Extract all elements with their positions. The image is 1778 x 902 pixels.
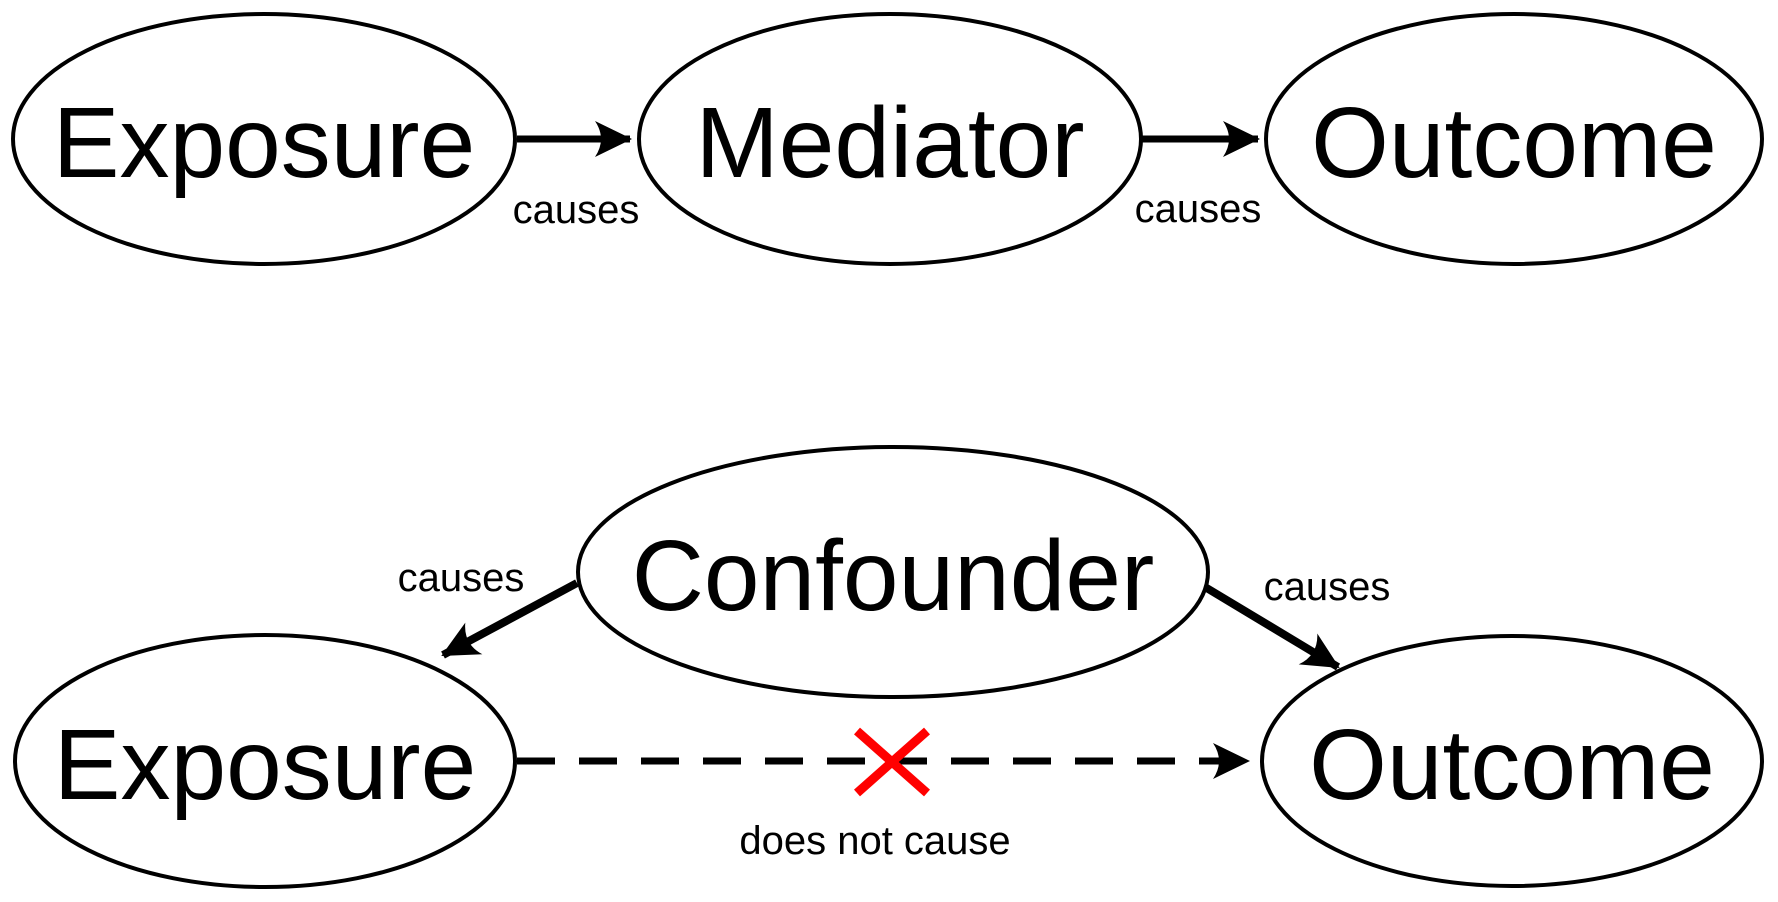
node-confounder: Confounder	[576, 445, 1210, 699]
edge-confounder-outcome-label: causes	[1264, 565, 1391, 609]
node-confounder-shape	[576, 445, 1210, 699]
node-mediator: Mediator	[637, 12, 1143, 266]
mediation-diagram: causes causes Exposure Mediator Outcome	[11, 12, 1764, 266]
edge-confounder-exposure-arrow	[441, 579, 579, 659]
node-exposure-bottom: Exposure	[13, 633, 517, 889]
node-confounder-label: Confounder	[632, 520, 1155, 632]
node-outcome-top-label: Outcome	[1311, 87, 1717, 199]
node-exposure-top-shape	[11, 12, 517, 266]
node-exposure-top-label: Exposure	[53, 87, 475, 199]
edge-exposure-outcome-label: does not cause	[739, 819, 1010, 863]
node-exposure-top: Exposure	[11, 12, 517, 266]
node-outcome-top-shape	[1264, 12, 1764, 266]
node-exposure-bottom-label: Exposure	[54, 709, 476, 821]
confounding-diagram: causes causes does not cause Confounder …	[13, 445, 1764, 889]
node-mediator-label: Mediator	[695, 87, 1084, 199]
no-causation-x-icon	[854, 727, 930, 797]
x-mark-stroke-2	[854, 727, 930, 797]
edge-confounder-outcome-arrow	[1202, 583, 1341, 671]
edge-mediator-outcome-label: causes	[1135, 187, 1262, 231]
node-exposure-bottom-shape	[13, 633, 517, 889]
node-outcome-bottom-label: Outcome	[1309, 709, 1715, 821]
edge-confounder-exposure-label: causes	[398, 556, 525, 600]
edge-exposure-mediator-label: causes	[513, 188, 640, 232]
node-outcome-top: Outcome	[1264, 12, 1764, 266]
node-outcome-bottom: Outcome	[1260, 634, 1764, 888]
node-outcome-bottom-shape	[1260, 634, 1764, 888]
node-mediator-shape	[637, 12, 1143, 266]
